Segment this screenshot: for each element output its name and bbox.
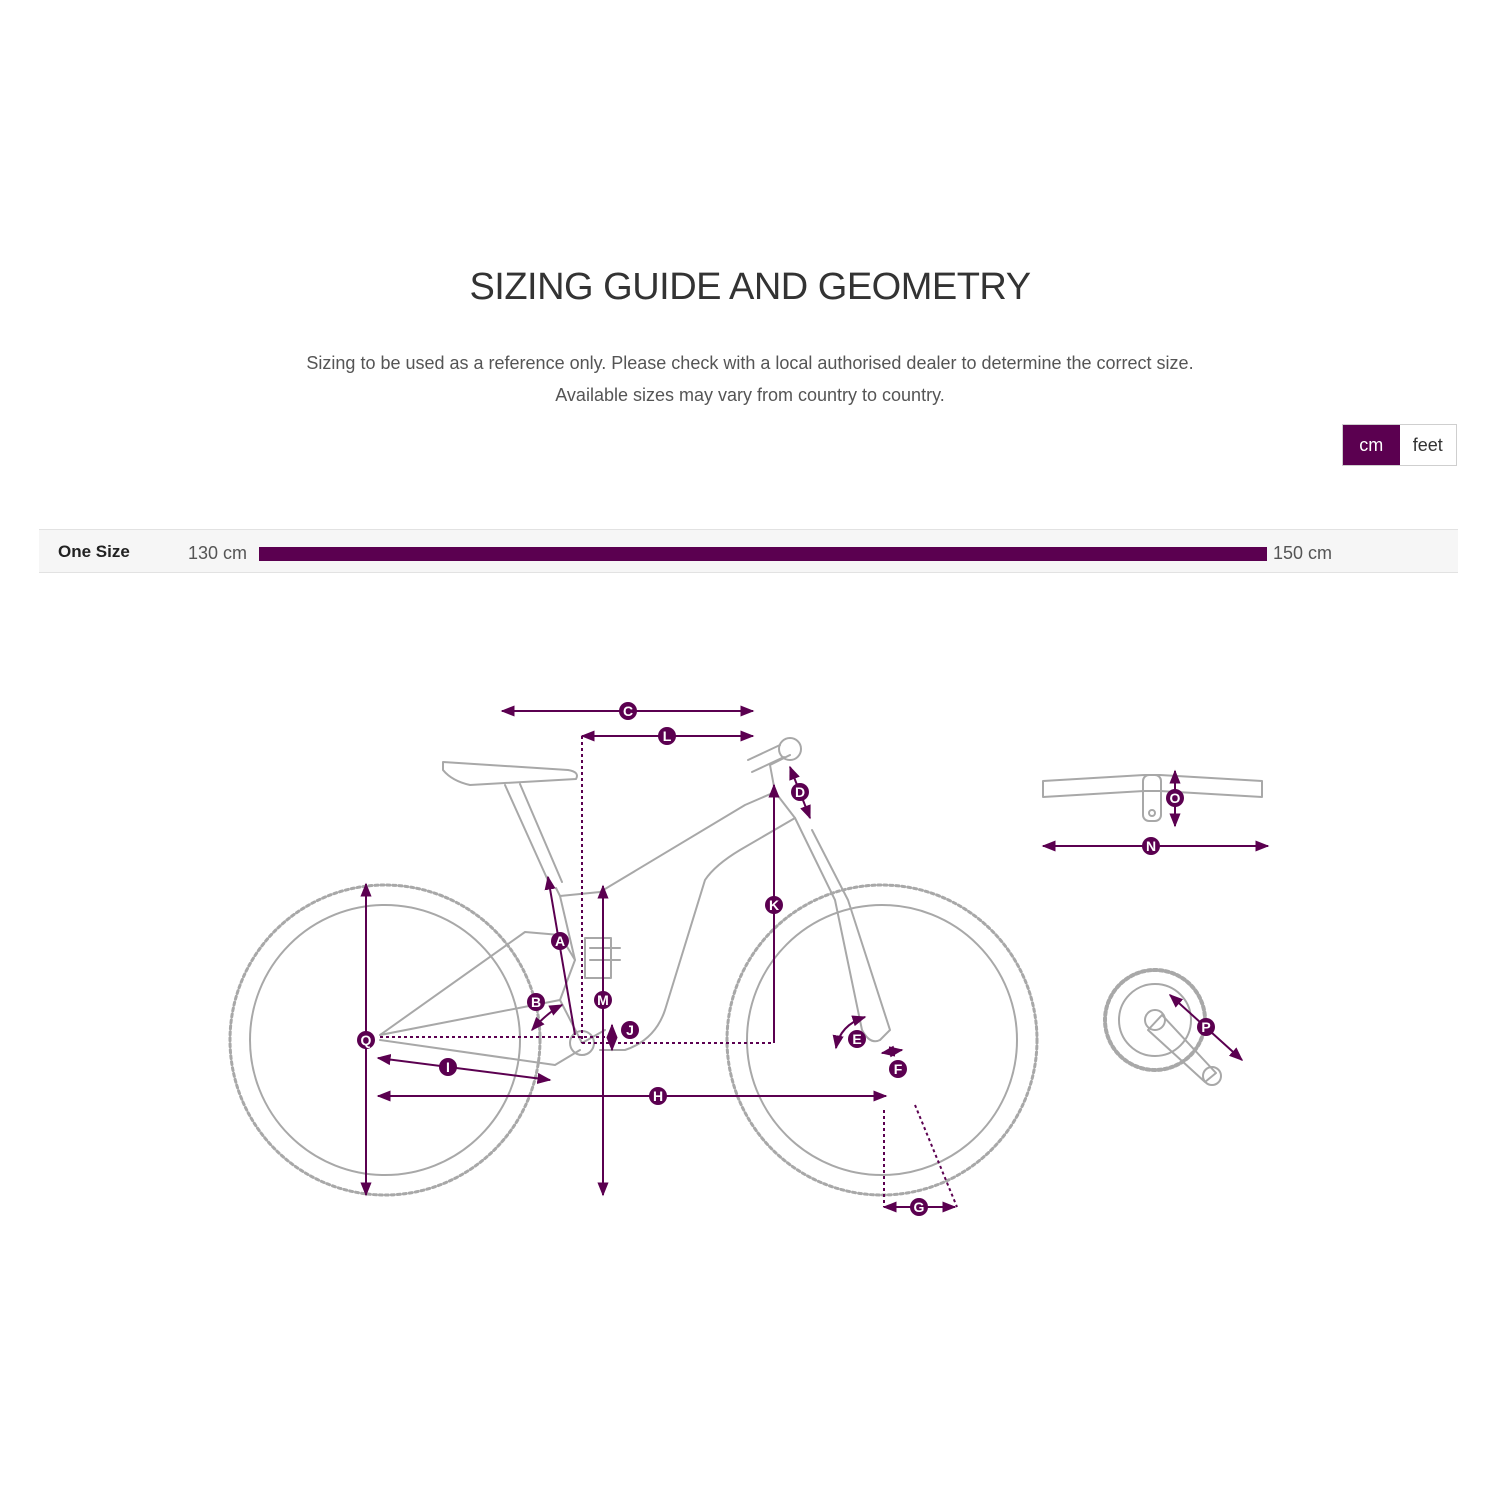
- bike-drawing: [228, 737, 1263, 1197]
- badge-b: B: [527, 993, 545, 1011]
- badge-k: K: [765, 896, 783, 914]
- badge-m: M: [594, 991, 612, 1009]
- svg-text:H: H: [653, 1088, 663, 1104]
- seat-tube: [559, 895, 576, 961]
- seatpost: [504, 783, 563, 886]
- badge-l: L: [658, 727, 676, 745]
- svg-text:D: D: [795, 784, 805, 800]
- badge-g: G: [910, 1198, 928, 1216]
- badge-i: I: [439, 1058, 457, 1076]
- stem-top-view: [1142, 774, 1162, 822]
- crank-arm: [1147, 1014, 1217, 1083]
- crank-spindle: [1144, 1009, 1166, 1031]
- badge-n: N: [1142, 837, 1160, 855]
- rear-tire: [228, 883, 542, 1197]
- unit-cm-button[interactable]: cm: [1343, 425, 1400, 465]
- shock-detail: [589, 947, 621, 961]
- size-name: One Size: [58, 542, 130, 561]
- handlebar: [1042, 774, 1263, 798]
- svg-text:K: K: [769, 897, 779, 913]
- sizing-disclaimer: Sizing to be used as a reference only. P…: [306, 353, 1194, 373]
- pedal-eye: [1202, 1066, 1222, 1086]
- front-tire: [725, 883, 1039, 1197]
- badge-d: D: [791, 783, 809, 801]
- svg-text:O: O: [1170, 790, 1181, 806]
- fork: [794, 817, 891, 1043]
- svg-text:N: N: [1146, 838, 1156, 854]
- badge-f: F: [889, 1060, 907, 1078]
- front-rim: [746, 904, 1018, 1176]
- svg-text:P: P: [1201, 1019, 1210, 1035]
- unit-toggle: cm feet: [1342, 424, 1457, 466]
- top-tube-downtube: [555, 791, 796, 1051]
- svg-text:I: I: [446, 1059, 450, 1075]
- svg-text:M: M: [597, 992, 609, 1008]
- badge-o: O: [1166, 789, 1184, 807]
- badge-a: A: [551, 932, 569, 950]
- svg-text:J: J: [626, 1022, 634, 1038]
- badge-e: E: [848, 1030, 866, 1048]
- chainstay: [379, 1039, 581, 1066]
- svg-text:Q: Q: [361, 1032, 372, 1048]
- svg-text:L: L: [663, 728, 672, 744]
- stem-clamp: [778, 737, 802, 761]
- seatstay: [379, 931, 576, 1036]
- svg-text:F: F: [894, 1061, 903, 1077]
- availability-note: Available sizes may vary from country to…: [555, 385, 945, 405]
- svg-text:A: A: [555, 933, 565, 949]
- badge-j: J: [621, 1021, 639, 1039]
- measurement-lines: [360, 705, 1270, 1213]
- size-max-height: 150 cm: [1273, 543, 1333, 563]
- size-row: One Size 130 cm 150 cm: [39, 529, 1458, 573]
- stem: [747, 744, 785, 773]
- unit-feet-button[interactable]: feet: [1399, 425, 1456, 465]
- badge-q: Q: [357, 1031, 375, 1049]
- badge-p: P: [1197, 1018, 1215, 1036]
- rear-rim: [249, 904, 521, 1176]
- svg-text:G: G: [914, 1199, 925, 1215]
- chainring-inner: [1118, 983, 1192, 1057]
- stem-bolt: [1148, 809, 1156, 817]
- page-title: SIZING GUIDE AND GEOMETRY: [469, 266, 1031, 308]
- badge-h: H: [649, 1087, 667, 1105]
- svg-text:E: E: [852, 1031, 861, 1047]
- size-min-height: 130 cm: [188, 543, 248, 563]
- rear-shock: [584, 937, 612, 979]
- badge-c: C: [619, 702, 637, 720]
- size-range-bar: [259, 547, 1267, 561]
- saddle: [442, 761, 578, 786]
- svg-text:B: B: [531, 994, 541, 1010]
- svg-text:C: C: [623, 703, 633, 719]
